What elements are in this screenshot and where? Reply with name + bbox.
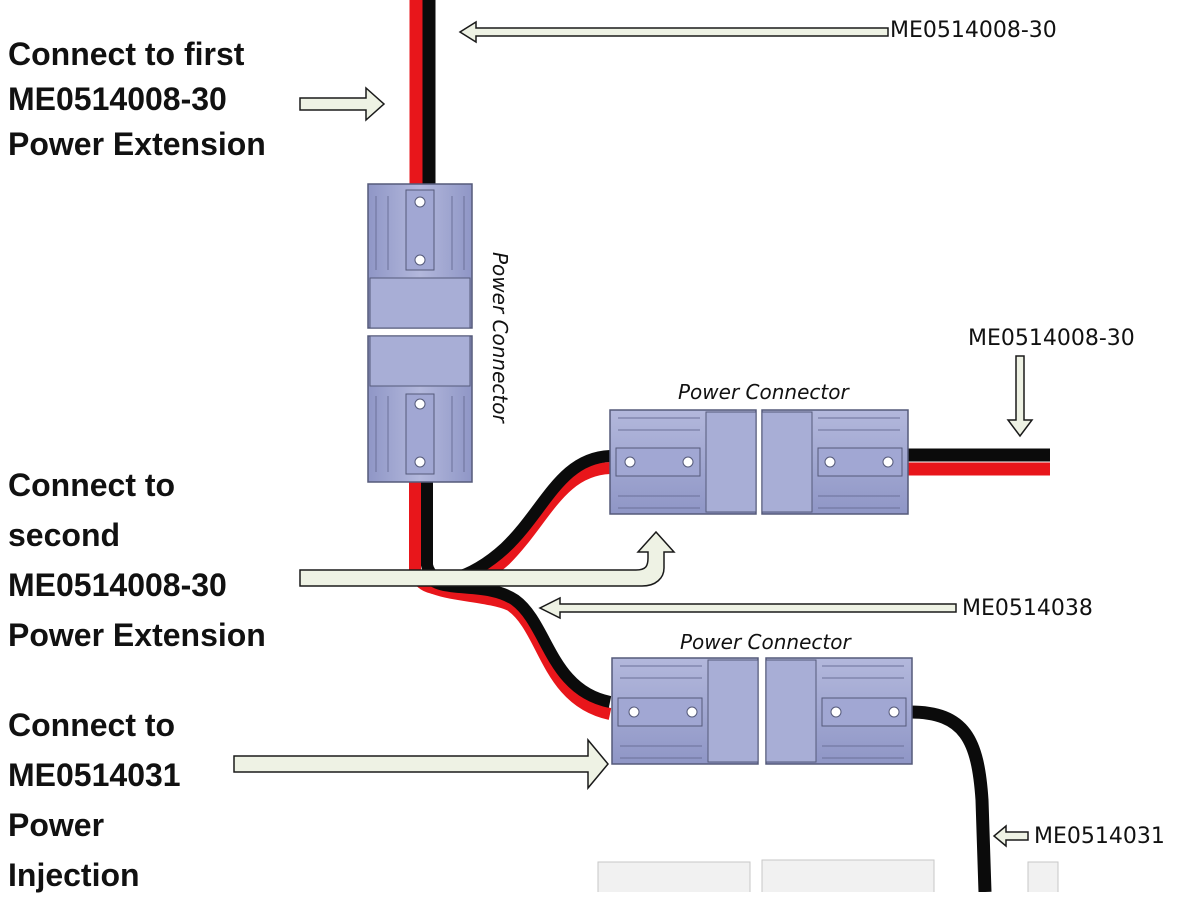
- partial-connector-bottom: [597, 859, 1059, 892]
- top-cable: [409, 0, 436, 186]
- junction-cables: [409, 450, 612, 720]
- label-top-cable: ME0514008-30: [890, 18, 1057, 43]
- arrow-first-extension: [299, 86, 386, 122]
- arrow-right-cable: [1006, 355, 1034, 438]
- arrow-top-cable: [458, 20, 889, 44]
- instruction-second-extension: Connect to second ME0514008-30 Power Ext…: [8, 460, 266, 660]
- label-connector-upper-right: Power Connector: [678, 380, 849, 404]
- instruction-injection-line-3: Power: [8, 807, 105, 843]
- right-cable: [905, 448, 1050, 476]
- arrow-second-extension: [299, 530, 676, 587]
- instruction-second-line-1: Connect to: [8, 467, 176, 503]
- arrow-bottom-cable: [992, 824, 1029, 848]
- instruction-first-extension: Connect to first ME0514008-30 Power Exte…: [8, 32, 266, 167]
- power-connector-lower-right: [611, 657, 913, 765]
- label-bottom-cable: ME0514031: [1034, 824, 1165, 849]
- instruction-second-line-2: second: [8, 517, 121, 553]
- label-connector-vertical: Power Connector: [488, 252, 512, 423]
- instruction-first-line-3: Power Extension: [8, 126, 266, 162]
- instruction-first-line-1: Connect to first: [8, 36, 245, 72]
- arrow-middle-cable: [538, 596, 957, 620]
- bottom-cable: [909, 705, 992, 892]
- instruction-first-line-2: ME0514008-30: [8, 81, 227, 117]
- label-right-cable: ME0514008-30: [968, 326, 1135, 351]
- label-connector-lower-right: Power Connector: [680, 630, 851, 654]
- instruction-power-injection: Connect to ME0514031 Power Injection: [8, 700, 181, 900]
- instruction-second-line-3: ME0514008-30: [8, 567, 227, 603]
- instruction-injection-line-2: ME0514031: [8, 757, 181, 793]
- power-connector-vertical: [367, 183, 473, 483]
- instruction-injection-line-1: Connect to: [8, 707, 176, 743]
- instruction-injection-line-4: Injection: [8, 857, 140, 893]
- power-connector-upper-right: [609, 409, 909, 515]
- arrow-power-injection: [233, 737, 609, 791]
- instruction-second-line-4: Power Extension: [8, 617, 266, 653]
- label-middle-cable: ME0514038: [962, 596, 1093, 621]
